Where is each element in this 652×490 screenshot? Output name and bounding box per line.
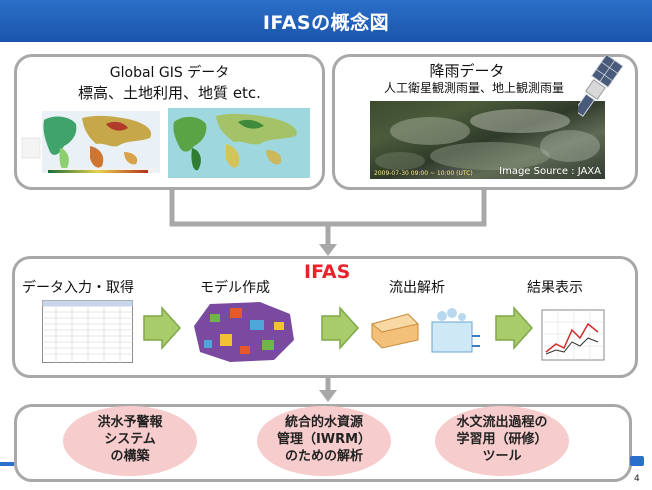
- bottom-right-accent: [630, 456, 644, 466]
- water-tank-icon: [431, 308, 480, 353]
- rain-data-subtitle: 人工衛星観測雨量、地上観測雨量: [383, 81, 564, 95]
- rain-image-timestamp: 2009-07-30 09:00 ~ 10:00 (UTC): [374, 170, 473, 177]
- model-grid-map-icon: [194, 302, 294, 362]
- application-pill-iwrm: [257, 406, 391, 476]
- application-training-text: 水文流出過程の 学習用（研修） ツール: [422, 414, 582, 465]
- application-iwrm-line3: のための解析: [284, 449, 363, 464]
- title-bar: IFASの概念図: [0, 0, 652, 42]
- application-pill-training-tool: [435, 406, 569, 476]
- application-iwrm-line1: 統合的水資源: [284, 415, 363, 430]
- page-title: IFASの概念図: [262, 12, 390, 34]
- spreadsheet-icon: [42, 300, 133, 363]
- step-label-runoff-analysis: 流出解析: [389, 280, 445, 296]
- application-pill-flood-warning: [63, 406, 197, 476]
- landuse-world-map-icon: [168, 108, 310, 178]
- application-flood-line1: 洪水予警報: [97, 415, 163, 430]
- application-flood-line3: の構築: [110, 449, 150, 464]
- step-label-model-build: モデル作成: [200, 280, 270, 296]
- arrow-down-to-applications: [319, 390, 337, 402]
- application-flood-line2: システム: [104, 432, 156, 447]
- satellite-icon: [578, 56, 624, 117]
- satellite-rain-image: 2009-07-30 09:00 ~ 10:00 (UTC) Image Sou…: [370, 101, 605, 179]
- green-arrow-right-icon-1: [143, 306, 182, 350]
- application-flood-warning-text: 洪水予警報 システム の構築: [50, 414, 210, 465]
- green-arrow-right-icon-2: [321, 306, 360, 350]
- result-chart-icon: [541, 309, 605, 361]
- slope-block-icon: [370, 313, 419, 349]
- rain-data-title: 降雨データ: [429, 62, 505, 80]
- green-arrow-right-icon-3: [495, 306, 534, 350]
- top-merge-connector: [169, 190, 487, 227]
- application-iwrm-line2: 管理（IWRM）: [276, 432, 372, 447]
- global-gis-line1: Global GIS データ: [109, 65, 230, 81]
- application-training-line3: ツール: [482, 449, 522, 464]
- arrow-down-to-ifas: [319, 244, 337, 256]
- step-label-result-display: 結果表示: [527, 280, 583, 296]
- page-number: 4: [634, 474, 640, 484]
- application-training-line2: 学習用（研修）: [456, 432, 548, 447]
- bottom-left-accent: [0, 462, 14, 466]
- cloud-pattern: [375, 109, 600, 170]
- ifas-label: IFAS: [304, 261, 351, 283]
- rain-image-source: Image Source : JAXA: [499, 166, 601, 177]
- step-label-data-input: データ入力・取得: [22, 280, 134, 296]
- application-iwrm-text: 統合的水資源 管理（IWRM） のための解析: [244, 414, 404, 465]
- global-gis-line2: 標高、土地利用、地質 etc.: [78, 84, 261, 102]
- elevation-world-map-icon: [20, 108, 162, 178]
- application-training-line1: 水文流出過程の: [456, 415, 548, 430]
